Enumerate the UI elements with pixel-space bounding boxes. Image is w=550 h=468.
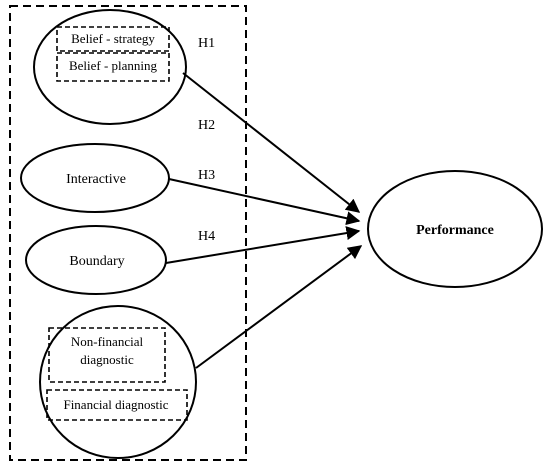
belief-ellipse [33,9,187,125]
interactive-ellipse [20,143,170,213]
financial-diagnostic-label: Financial diagnostic [63,397,168,412]
h1-label: H1 [198,36,215,51]
h2-arrow [168,178,361,226]
levers-of-control-group [9,5,247,461]
boundary-ellipse [25,225,167,295]
performance-label: Performance [416,223,494,238]
interactive-label: Interactive [66,172,126,187]
non-financial-label-line2: diagnostic [80,352,134,367]
h3-arrow [165,226,361,264]
diagnostic-ellipse [39,305,197,459]
financial-diagnostic-box [46,389,188,421]
h4-label: H4 [198,229,215,244]
belief-strategy-label: Belief - strategy [71,31,155,46]
non-financial-diagnostic-box [48,327,166,383]
belief-planning-box [56,52,170,82]
boundary-label: Boundary [69,254,124,269]
performance-ellipse [367,170,543,288]
belief-planning-label: Belief - planning [69,58,158,73]
h3-label: H3 [198,168,215,183]
belief-strategy-box [56,26,170,52]
h2-label: H2 [198,118,215,133]
non-financial-label-line1: Non-financial [71,334,144,349]
h4-arrow [195,245,363,369]
h1-arrow [182,72,361,213]
